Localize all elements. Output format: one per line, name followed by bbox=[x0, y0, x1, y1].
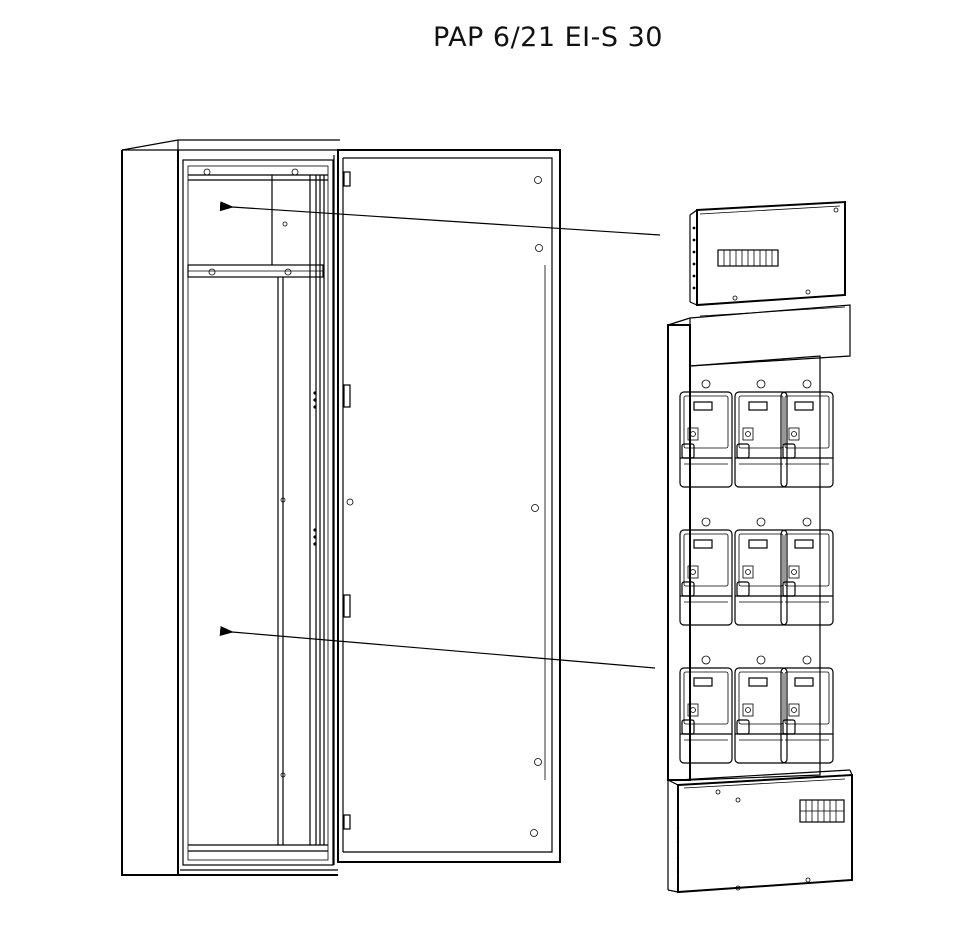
electricity-meter bbox=[780, 517, 834, 626]
drawing-title: PAP 6/21 EI-S 30 bbox=[433, 22, 663, 53]
meter-group bbox=[679, 379, 834, 764]
cabinet-body bbox=[121, 139, 340, 876]
assembly-arrow-bottom bbox=[219, 626, 656, 669]
electricity-meter bbox=[679, 655, 733, 764]
cabinet-door bbox=[333, 149, 561, 865]
distribution-box-bottom bbox=[667, 769, 853, 894]
assembly-arrow-top bbox=[219, 201, 661, 236]
electricity-meter bbox=[734, 517, 788, 626]
electricity-meter bbox=[734, 379, 788, 488]
electricity-meter bbox=[679, 379, 733, 488]
electricity-meter bbox=[734, 655, 788, 764]
breaker-strip bbox=[799, 799, 845, 823]
terminal-strip bbox=[717, 249, 779, 267]
electricity-meter bbox=[780, 379, 834, 488]
electricity-meter bbox=[780, 655, 834, 764]
meter-plate bbox=[667, 304, 851, 890]
electricity-meter bbox=[679, 517, 733, 626]
terminal-cover-top bbox=[689, 200, 846, 307]
